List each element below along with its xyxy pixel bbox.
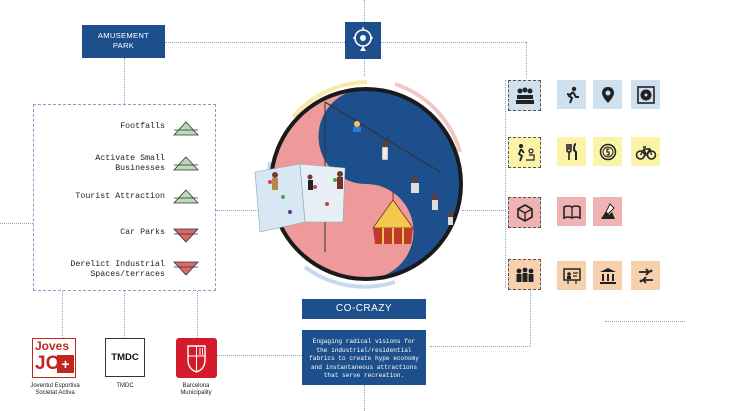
climbing-wall xyxy=(254,163,306,233)
up-triangle-icon xyxy=(173,189,199,204)
project-title-box: CO-CRAZY xyxy=(302,299,426,319)
connector-line xyxy=(364,385,365,411)
tmdc-caption: TMDC xyxy=(116,383,134,389)
crowd-icon xyxy=(508,259,541,290)
impact-row: Activate Small Businesses xyxy=(34,154,217,184)
zip-line xyxy=(324,101,441,173)
people-group-icon xyxy=(508,80,541,111)
barcelona-caption: Barcelona Municipality xyxy=(180,383,212,396)
up-triangle-icon xyxy=(173,156,199,171)
bank-icon xyxy=(593,261,622,290)
vinyl-icon xyxy=(631,80,660,109)
tmdc-logo: TMDC xyxy=(105,338,145,377)
amusement-park-box: AMUSEMENT PARK xyxy=(82,25,165,58)
connector-line xyxy=(530,288,531,346)
outer-arc-pink xyxy=(394,82,462,153)
connector-line xyxy=(364,59,365,76)
connector-line xyxy=(526,42,527,78)
impact-row: Derelict Industrial Spaces/terraces xyxy=(34,260,217,290)
joves-logo-text: Joves xyxy=(35,339,70,353)
barcelona-shield-icon xyxy=(187,345,206,373)
barcelona-logo xyxy=(176,338,217,378)
coin-icon xyxy=(593,137,622,166)
walker-path-icon xyxy=(508,137,541,168)
project-description-box: Engaging radical visions for the industr… xyxy=(302,330,426,385)
location-pin-icon xyxy=(353,27,373,51)
joves-caption: Joventut Esportiva Societat Activa xyxy=(30,383,80,396)
connector-line xyxy=(462,210,506,211)
project-title: CO-CRAZY xyxy=(335,303,393,314)
impact-label: Tourist Attraction xyxy=(75,192,165,201)
connector-line xyxy=(165,42,347,43)
down-triangle-icon xyxy=(173,261,199,276)
joves-logo: Joves JO + xyxy=(32,338,76,378)
connector-line xyxy=(124,58,125,104)
connector-line xyxy=(605,321,685,322)
connector-line xyxy=(505,80,506,288)
drawing-icon xyxy=(593,197,622,226)
outer-arc-yellow xyxy=(291,80,368,119)
amusement-park-label: AMUSEMENT PARK xyxy=(97,31,150,50)
impact-label: Car Parks xyxy=(120,228,165,237)
exchange-icon xyxy=(631,261,660,290)
fork-knife-icon xyxy=(557,137,586,166)
location-icon-box xyxy=(345,22,381,59)
down-triangle-icon xyxy=(173,228,199,243)
impact-label: Footfalls xyxy=(120,122,165,131)
bicycle-icon xyxy=(631,137,660,166)
connector-line xyxy=(197,291,198,338)
connector-line xyxy=(381,42,526,43)
impact-row: Car Parks xyxy=(34,227,217,257)
presentation-icon xyxy=(557,261,586,290)
connector-line xyxy=(430,346,530,347)
impact-row: Footfalls xyxy=(34,121,217,151)
connector-line xyxy=(216,210,272,211)
connector-line xyxy=(124,291,125,338)
connector-line xyxy=(62,291,63,338)
impact-label: Derelict Industrial Spaces/terraces xyxy=(70,260,165,279)
impact-panel: Footfalls Activate Small Businesses Tour… xyxy=(33,104,216,291)
cubes-icon xyxy=(508,197,541,228)
tmdc-logo-text: TMDC xyxy=(111,352,139,363)
outer-arc-blue xyxy=(303,265,396,289)
connector-line xyxy=(216,355,302,356)
running-icon xyxy=(557,80,586,109)
map-pin-icon xyxy=(593,80,622,109)
up-triangle-icon xyxy=(173,121,199,136)
connector-line xyxy=(0,223,33,224)
central-illustration xyxy=(254,80,463,289)
book-icon xyxy=(557,197,586,226)
impact-label: Activate Small Businesses xyxy=(95,154,165,173)
connector-line xyxy=(364,0,365,22)
project-description: Engaging radical visions for the industr… xyxy=(309,338,419,379)
impact-row: Tourist Attraction xyxy=(34,189,217,221)
